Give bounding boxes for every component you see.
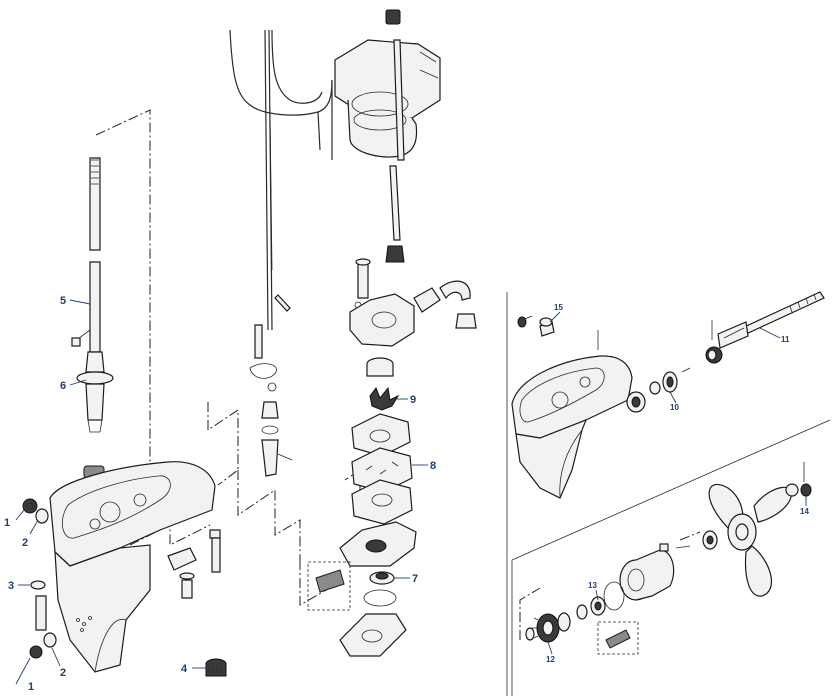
callout-12: 12 <box>546 655 555 664</box>
water-pump-body <box>349 258 477 347</box>
callout-10: 10 <box>670 403 679 412</box>
callout-1-bottom: 1 <box>28 681 34 693</box>
gearcase-right <box>511 315 633 499</box>
upper-casing-outline <box>229 29 333 160</box>
callout-1-top: 1 <box>4 517 10 529</box>
callout-13: 13 <box>588 581 597 590</box>
callout-leaders-right <box>547 311 807 655</box>
gear-bearing-set <box>626 367 691 413</box>
callout-11: 11 <box>781 335 790 344</box>
bearing-carrier <box>576 543 691 620</box>
propeller-shaft <box>705 291 825 364</box>
lower-gear-housing-left <box>49 461 216 673</box>
callout-8: 8 <box>430 460 436 472</box>
callout-4: 4 <box>181 663 188 675</box>
callout-leaders-left <box>15 299 428 685</box>
fasteners-left <box>22 498 221 659</box>
callout-9: 9 <box>410 394 416 406</box>
water-tube <box>385 39 405 263</box>
oil-seal-housing <box>307 561 407 657</box>
callout-2-bottom: 2 <box>60 667 66 679</box>
shift-rod <box>249 29 293 477</box>
water-pump-plates <box>339 413 417 567</box>
callout-6: 6 <box>60 380 66 392</box>
callout-7: 7 <box>412 573 418 585</box>
propeller <box>702 462 812 597</box>
callout-2-top: 2 <box>22 537 28 549</box>
callout-14: 14 <box>800 507 809 516</box>
exhaust-housing <box>334 9 441 158</box>
water-pump-impeller <box>366 357 400 411</box>
right-panel-frame <box>506 292 831 696</box>
driveshaft <box>71 157 101 353</box>
alignment-guides-right <box>519 531 701 640</box>
callout-15: 15 <box>554 303 563 312</box>
pinion-gear <box>205 658 227 677</box>
forward-gear <box>525 612 639 655</box>
callout-5: 5 <box>60 295 66 307</box>
callout-3: 3 <box>8 580 14 592</box>
driveshaft-bearing <box>76 351 114 479</box>
